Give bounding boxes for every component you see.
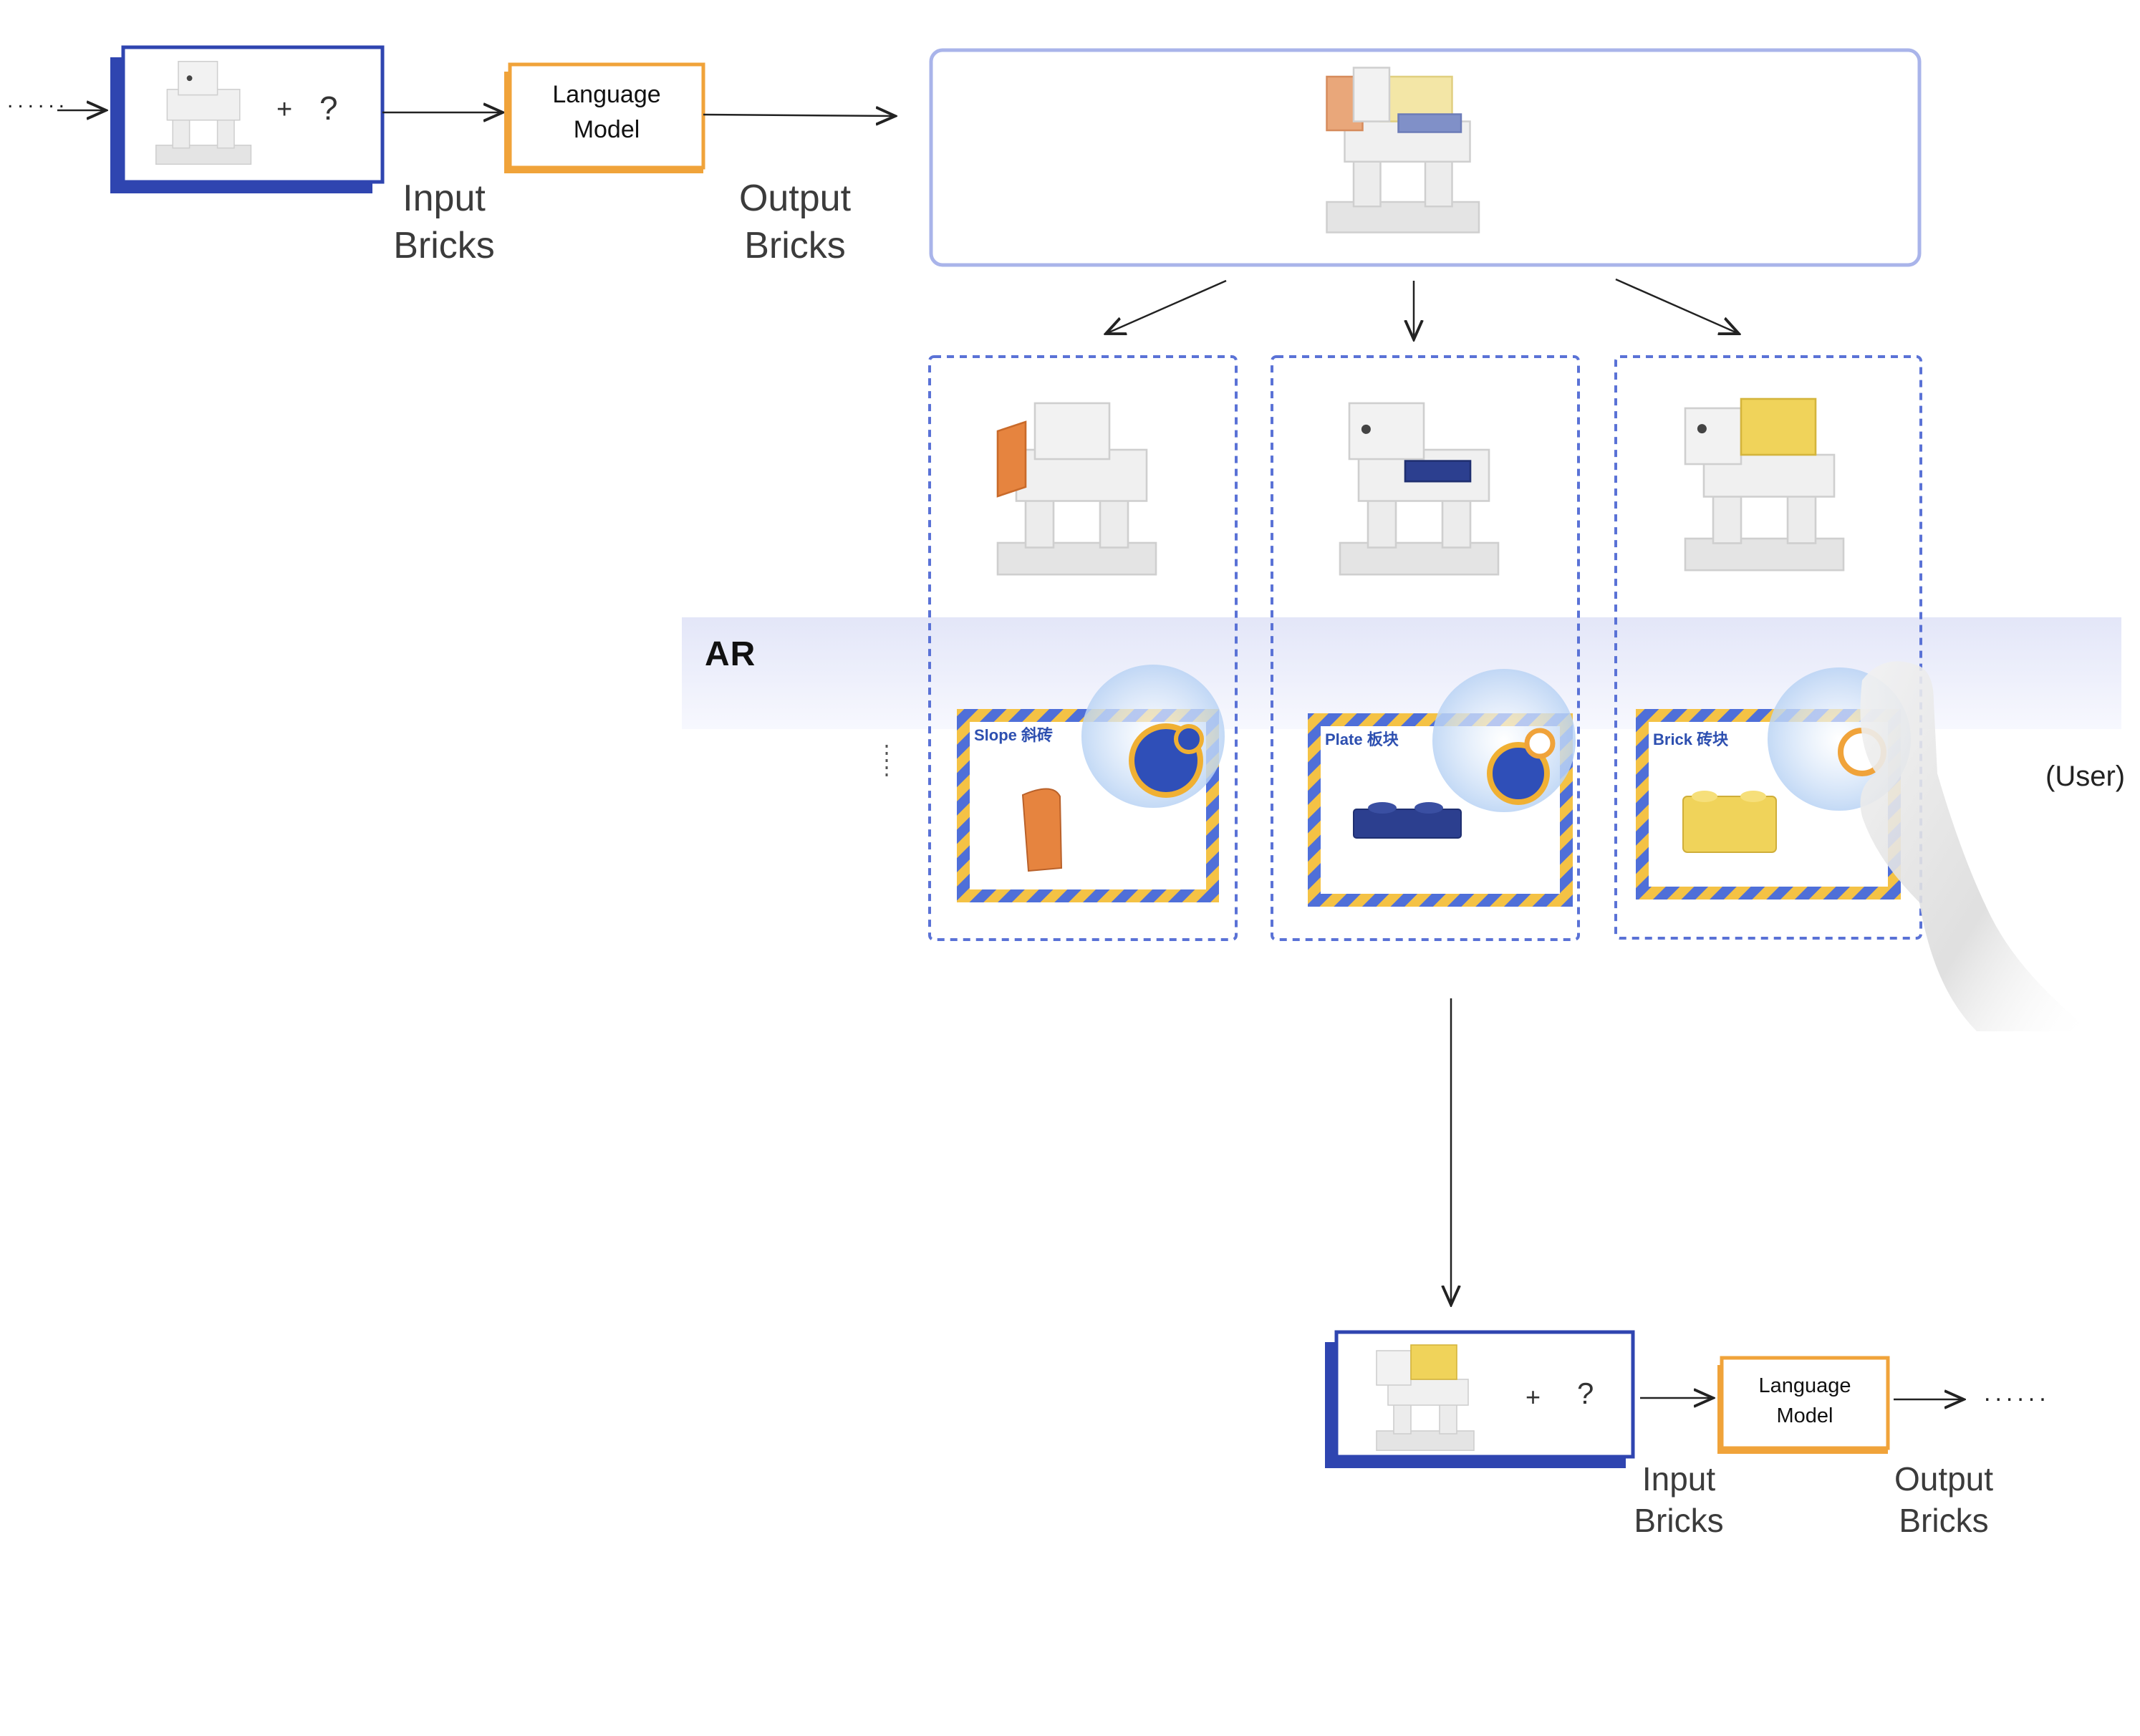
card-title: Brick 砖块 xyxy=(1653,730,1729,748)
elephant-slope-icon xyxy=(996,402,1157,576)
card-title: Plate 板块 xyxy=(1325,730,1399,748)
top-question-mark: ? xyxy=(319,90,338,127)
top-model-label: Language Model xyxy=(552,81,661,144)
leading-dots: ...... xyxy=(7,89,69,112)
bottom-flow xyxy=(1325,998,1964,1468)
candidate-column-slope: Slope 斜砖 xyxy=(928,355,1238,941)
ar-band-label: AR xyxy=(705,635,756,673)
dashed-frame xyxy=(928,355,1238,941)
top-model-box xyxy=(508,62,705,170)
hologram-ring-icon xyxy=(1487,742,1550,805)
bottom-plus-sign: + xyxy=(1526,1382,1541,1412)
ar-card: Plate 板块 xyxy=(1308,669,1576,907)
elephant-model-icon xyxy=(155,61,252,165)
user-hand-icon xyxy=(1860,661,2091,1031)
plate-brick-icon xyxy=(1353,802,1462,839)
elephant-brick-icon xyxy=(1684,397,1845,572)
bottom-output-label: Output Bricks xyxy=(1894,1460,1994,1539)
elephant-brick-small-icon xyxy=(1376,1344,1475,1452)
trailing-dots: ...... xyxy=(1984,1379,2050,1407)
dashed-frame xyxy=(1614,355,1922,940)
brick-icon xyxy=(1682,791,1777,853)
top-plus-sign: + xyxy=(276,95,293,125)
bottom-input-label: Input Bricks xyxy=(1634,1460,1724,1539)
arrow-to-output xyxy=(703,115,895,116)
candidate-column-plate: Plate 板块 xyxy=(1271,355,1580,941)
slope-brick-icon xyxy=(1021,788,1063,872)
elephant-combined-icon xyxy=(1326,67,1480,233)
branch-arrow-right xyxy=(1615,278,1739,334)
bottom-model-label: Language Model xyxy=(1758,1374,1851,1428)
elephant-plate-icon xyxy=(1339,402,1500,576)
top-input-label: Input Bricks xyxy=(393,178,495,266)
bottom-question-mark: ? xyxy=(1577,1376,1594,1410)
dashed-frame xyxy=(1271,355,1580,941)
branch-arrow-left xyxy=(1106,279,1227,334)
card-title: Slope 斜砖 xyxy=(974,726,1053,744)
bottom-model-box xyxy=(1720,1356,1890,1450)
top-flow xyxy=(57,45,1922,339)
ar-card: Slope 斜砖 xyxy=(957,665,1225,902)
user-label: (User) xyxy=(2045,761,2126,792)
top-output-label: Output Bricks xyxy=(738,178,852,266)
